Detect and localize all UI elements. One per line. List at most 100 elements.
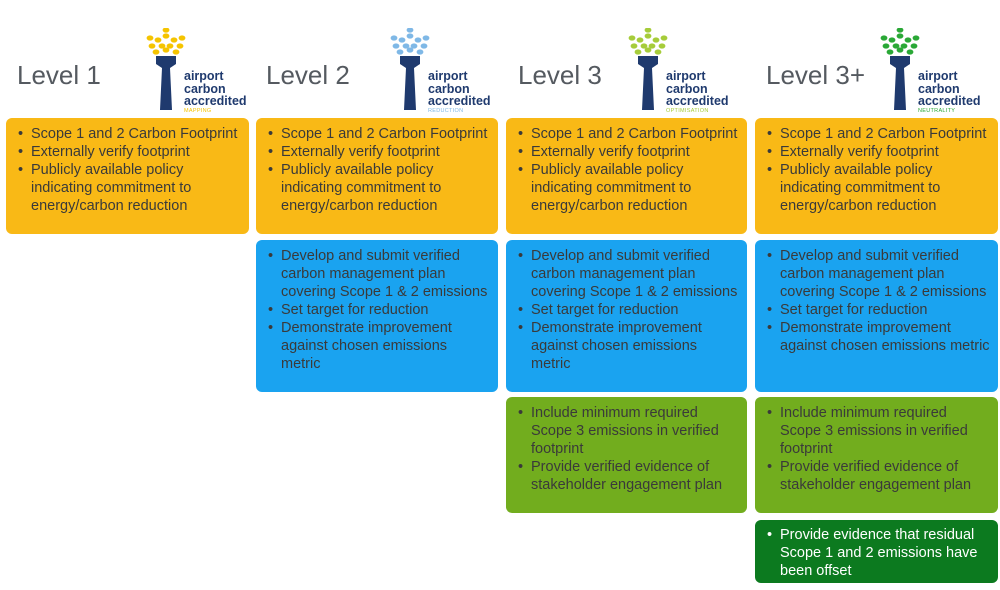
requirement-item: Externally verify footprint bbox=[16, 143, 241, 161]
leaf-mark bbox=[176, 43, 184, 49]
logo-neutrality: airport carbon accredited NEUTRALITY bbox=[880, 28, 990, 116]
level-3plus-title: Level 3+ bbox=[766, 60, 866, 90]
leaf-mark bbox=[640, 43, 648, 49]
requirement-item: Demonstrate improvement against chosen e… bbox=[765, 319, 990, 355]
leaf-mark bbox=[658, 43, 666, 49]
requirement-item: Publicly available policy indicating com… bbox=[16, 161, 241, 215]
leaf-mark bbox=[162, 28, 170, 33]
logo-sub-label: REDUCTION bbox=[428, 108, 464, 114]
leaf-mark bbox=[406, 33, 414, 39]
requirement-item: Publicly available policy indicating com… bbox=[266, 161, 490, 215]
leaf-mark bbox=[146, 35, 154, 41]
level-1-title: Level 1 bbox=[17, 60, 101, 90]
logo-word-carbon: carbon bbox=[918, 81, 960, 96]
logo-mapping: airport carbon accredited MAPPING bbox=[146, 28, 256, 116]
leaf-mark bbox=[416, 49, 424, 55]
requirement-item: Publicly available policy indicating com… bbox=[765, 161, 990, 215]
leaf-mark bbox=[892, 43, 900, 49]
scope12-box-level-3: Scope 1 and 2 Carbon FootprintExternally… bbox=[506, 118, 747, 234]
requirement-item: Include minimum required Scope 3 emissio… bbox=[765, 404, 990, 458]
leaf-mark bbox=[392, 43, 400, 49]
neutrality-box-level-3plus: Provide evidence that residual Scope 1 a… bbox=[755, 520, 998, 583]
management-box-level-3: Develop and submit verified carbon manag… bbox=[506, 240, 747, 392]
logo-word-carbon: carbon bbox=[428, 81, 470, 96]
neutrality-list: Provide evidence that residual Scope 1 a… bbox=[765, 526, 990, 580]
tree-tower-icon bbox=[880, 28, 920, 110]
leaf-mark bbox=[636, 37, 644, 43]
scope12-list: Scope 1 and 2 Carbon FootprintExternally… bbox=[266, 125, 490, 215]
requirement-item: Scope 1 and 2 Carbon Footprint bbox=[266, 125, 490, 143]
requirement-item: Provide verified evidence of stakeholder… bbox=[516, 458, 739, 494]
leaf-mark bbox=[904, 37, 912, 43]
logo-word-accredited: accredited bbox=[918, 94, 981, 108]
requirement-item: Provide verified evidence of stakeholder… bbox=[765, 458, 990, 494]
scope3-list: Include minimum required Scope 3 emissio… bbox=[516, 404, 739, 494]
leaf-mark bbox=[652, 37, 660, 43]
logo-word-carbon: carbon bbox=[666, 81, 708, 96]
leaf-mark bbox=[170, 37, 178, 43]
scope12-list: Scope 1 and 2 Carbon FootprintExternally… bbox=[765, 125, 990, 215]
requirement-item: Demonstrate improvement against chosen e… bbox=[516, 319, 739, 373]
requirement-item: Publicly available policy indicating com… bbox=[516, 161, 739, 215]
leaf-mark bbox=[414, 37, 422, 43]
leaf-mark bbox=[154, 37, 162, 43]
leaf-mark bbox=[406, 28, 414, 33]
leaf-mark bbox=[422, 35, 430, 41]
leaf-mark bbox=[148, 43, 156, 49]
logo-word-accredited: accredited bbox=[666, 94, 729, 108]
logo-word-airport: airport bbox=[184, 69, 224, 83]
logo-sub-label: NEUTRALITY bbox=[918, 108, 956, 114]
management-box-level-3plus: Develop and submit verified carbon manag… bbox=[755, 240, 998, 392]
requirement-item: Set target for reduction bbox=[266, 301, 490, 319]
requirement-item: Demonstrate improvement against chosen e… bbox=[266, 319, 490, 373]
requirement-item: Scope 1 and 2 Carbon Footprint bbox=[16, 125, 241, 143]
scope12-box-level-2: Scope 1 and 2 Carbon FootprintExternally… bbox=[256, 118, 498, 234]
logo-word-accredited: accredited bbox=[184, 94, 247, 108]
tree-tower-icon bbox=[146, 28, 186, 110]
level-3-title: Level 3 bbox=[518, 60, 602, 90]
leaf-mark bbox=[420, 43, 428, 49]
leaf-mark bbox=[888, 37, 896, 43]
leaf-mark bbox=[166, 43, 174, 49]
leaf-mark bbox=[162, 33, 170, 39]
logo-reduction: airport carbon accredited REDUCTION bbox=[390, 28, 500, 116]
requirement-item: Include minimum required Scope 3 emissio… bbox=[516, 404, 739, 458]
logo-optimisation: airport carbon accredited OPTIMISATION bbox=[628, 28, 738, 116]
leaf-mark bbox=[172, 49, 180, 55]
logo-word-airport: airport bbox=[918, 69, 958, 83]
logo-sub-label: OPTIMISATION bbox=[666, 108, 709, 114]
leaf-mark bbox=[406, 47, 414, 53]
logo-word-carbon: carbon bbox=[184, 81, 226, 96]
leaf-mark bbox=[896, 47, 904, 53]
leaf-mark bbox=[398, 37, 406, 43]
scope12-box-level-1: Scope 1 and 2 Carbon FootprintExternally… bbox=[6, 118, 249, 234]
leaf-mark bbox=[628, 35, 636, 41]
scope12-box-level-3plus: Scope 1 and 2 Carbon FootprintExternally… bbox=[755, 118, 998, 234]
scope3-box-level-3plus: Include minimum required Scope 3 emissio… bbox=[755, 397, 998, 513]
requirement-item: Develop and submit verified carbon manag… bbox=[765, 247, 990, 301]
leaf-mark bbox=[158, 43, 166, 49]
tree-tower-icon bbox=[628, 28, 668, 110]
leaf-mark bbox=[162, 47, 170, 53]
leaf-mark bbox=[644, 33, 652, 39]
requirement-item: Scope 1 and 2 Carbon Footprint bbox=[516, 125, 739, 143]
scope3-list: Include minimum required Scope 3 emissio… bbox=[765, 404, 990, 494]
tree-tower-icon bbox=[390, 28, 430, 110]
management-list: Develop and submit verified carbon manag… bbox=[516, 247, 739, 373]
leaf-mark bbox=[644, 28, 652, 33]
logo-word-airport: airport bbox=[666, 69, 706, 83]
leaf-mark bbox=[654, 49, 662, 55]
management-box-level-2: Develop and submit verified carbon manag… bbox=[256, 240, 498, 392]
scope12-list: Scope 1 and 2 Carbon FootprintExternally… bbox=[16, 125, 241, 215]
leaf-mark bbox=[900, 43, 908, 49]
leaf-mark bbox=[390, 35, 398, 41]
leaf-mark bbox=[886, 49, 894, 55]
logo-word-airport: airport bbox=[428, 69, 468, 83]
requirement-item: Set target for reduction bbox=[516, 301, 739, 319]
logo-sub-label: MAPPING bbox=[184, 108, 212, 114]
leaf-mark bbox=[630, 43, 638, 49]
scope12-list: Scope 1 and 2 Carbon FootprintExternally… bbox=[516, 125, 739, 215]
leaf-mark bbox=[912, 35, 920, 41]
requirement-item: Provide evidence that residual Scope 1 a… bbox=[765, 526, 990, 580]
requirement-item: Externally verify footprint bbox=[266, 143, 490, 161]
